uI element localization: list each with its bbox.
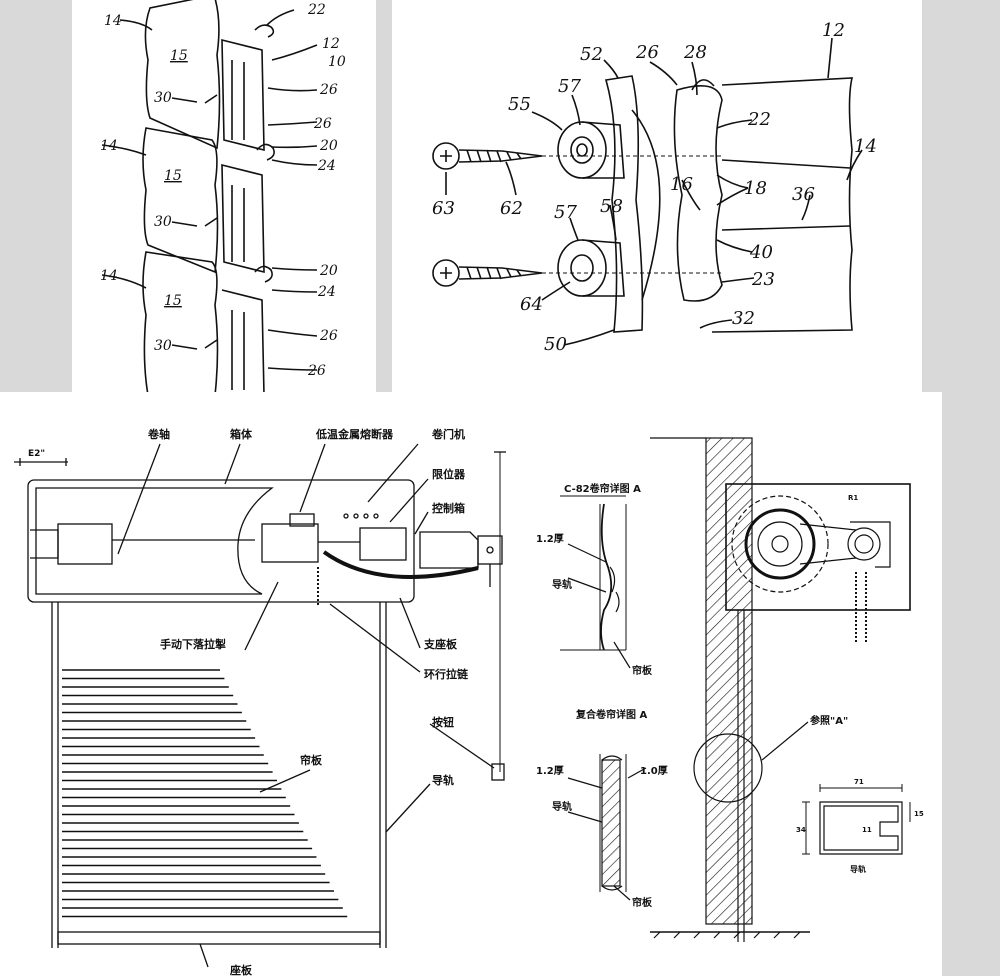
label: 64: [520, 294, 543, 315]
label: 12: [822, 20, 845, 41]
bracket-end-drawing: 52 26 28 12 57 55 22 14 36 16 18 63 62 5…: [392, 0, 922, 392]
label: 26: [319, 328, 338, 344]
label: 52: [580, 44, 603, 65]
label: 22: [307, 2, 326, 18]
label: 26: [313, 116, 332, 132]
label: 16: [670, 174, 693, 195]
label: 14: [100, 138, 118, 154]
label: 26: [635, 42, 659, 63]
label: 20: [319, 138, 338, 154]
dimension-label: 34: [796, 826, 806, 834]
slat-lines: [62, 669, 348, 918]
reference-label: 参照"A": [810, 714, 848, 727]
shaft-label: 卷轴: [147, 427, 170, 441]
rail-label: 导轨: [432, 773, 454, 787]
label: 30: [154, 214, 172, 230]
label: 26: [319, 82, 338, 98]
label: 57: [558, 76, 581, 97]
label: 28: [683, 42, 707, 63]
detail-b-title: 复合卷帘详图 A: [575, 708, 647, 721]
control-box-label: 控制箱: [432, 501, 465, 515]
label: 24: [317, 158, 336, 174]
label: 24: [317, 284, 336, 300]
label: 20: [319, 263, 338, 279]
radius-label: R1: [848, 494, 858, 502]
label: 30: [154, 90, 172, 106]
roller-shutter-assembly-drawing: E2" 卷轴 箱体 低温金属熔断器 卷门机 限位器 控制箱 手动下落拉掣 支座板…: [0, 392, 530, 976]
label: 40: [749, 242, 773, 263]
fuse-label: 低温金属熔断器: [315, 427, 394, 441]
label: 15: [164, 168, 182, 184]
label: 14: [854, 136, 877, 157]
section-detail-drawing: C-82卷帘详图 A 1.2厚 导轨 帘板 复合卷帘详图 A 1.2厚 1.0厚…: [530, 392, 942, 976]
loop-chain-label: 环行拉链: [424, 667, 469, 681]
box-label: 箱体: [230, 427, 253, 441]
thickness-label: 1.0厚: [640, 765, 668, 777]
rail-label: 导轨: [552, 800, 572, 813]
limiter-label: 限位器: [432, 467, 466, 481]
rail-label: 导轨: [552, 578, 572, 591]
label: 50: [544, 334, 567, 355]
label: 63: [432, 198, 455, 219]
dimension-label: 15: [914, 810, 924, 818]
thickness-label: 1.2厚: [536, 765, 564, 777]
margin-shade: [0, 0, 72, 392]
slat-stack-drawing: 14 15 30 14 15 30 14 15 30 22 12 10 26 2…: [72, 0, 376, 392]
label: 22: [747, 109, 771, 130]
margin-shade-right: [922, 0, 1000, 392]
label: 23: [751, 269, 775, 290]
motor-label: 卷门机: [431, 427, 465, 441]
detail-a-title: C-82卷帘详图 A: [564, 482, 641, 495]
slat-label: 帘板: [632, 664, 653, 677]
slat-label: 帘板: [300, 753, 323, 767]
label: 57: [554, 202, 577, 223]
label: 14: [100, 268, 118, 284]
thickness-label: 1.2厚: [536, 533, 564, 545]
label: 30: [154, 338, 172, 354]
label: 15: [170, 48, 188, 64]
margin-shade-bottom-right: [942, 392, 1000, 976]
dimension-label: 11: [862, 826, 872, 834]
dimension-label: E2": [28, 449, 45, 459]
label: 10: [328, 54, 346, 70]
label: 32: [732, 308, 755, 329]
support-plate-label: 支座板: [423, 637, 458, 651]
button-label: 按钮: [432, 715, 454, 729]
label: 36: [792, 184, 815, 205]
label: 12: [322, 36, 340, 52]
gap-shade: [376, 0, 392, 392]
label: 15: [164, 293, 182, 309]
label: 62: [500, 198, 523, 219]
label: 58: [600, 196, 623, 217]
rail-section-label: 导轨: [850, 864, 866, 874]
manual-pull-label: 手动下落拉掣: [160, 637, 226, 651]
label: 14: [104, 13, 122, 29]
label: 26: [307, 363, 326, 379]
base-plate-label: 座板: [229, 963, 253, 976]
slat-label: 帘板: [632, 896, 653, 909]
label: 55: [508, 94, 531, 115]
dimension-label: 71: [854, 778, 864, 786]
label: 18: [744, 178, 767, 199]
